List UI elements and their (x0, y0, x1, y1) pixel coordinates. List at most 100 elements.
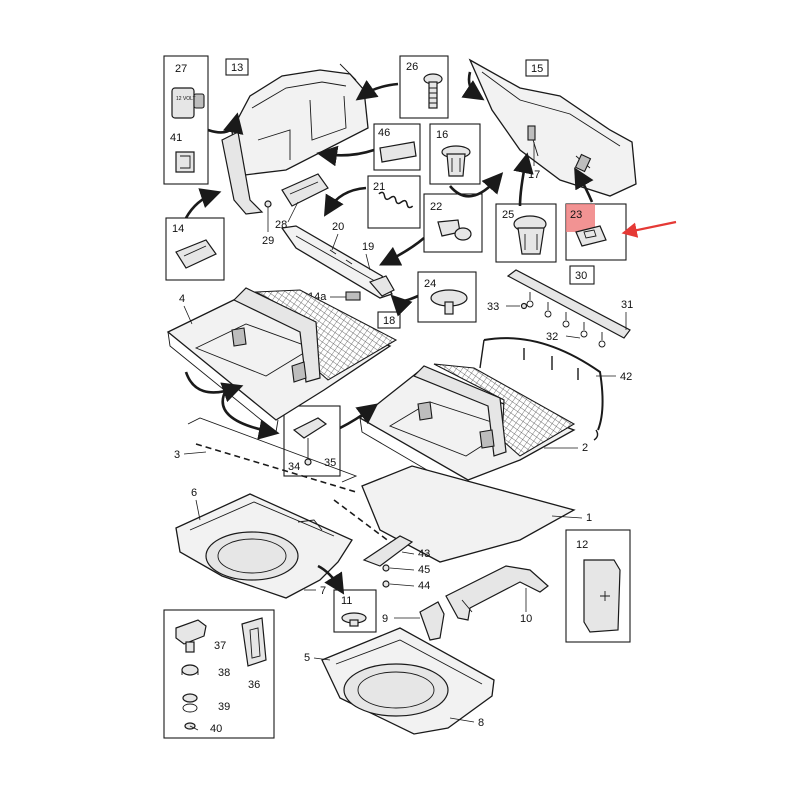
label-46: 46 (378, 127, 390, 139)
plug-volt-text: 12 VOLT (176, 96, 196, 102)
callout-box-12: 12 (565, 529, 631, 643)
button-clip-icon (341, 612, 367, 627)
spare-wheel-well-6 (175, 493, 353, 599)
label-44: 44 (418, 580, 430, 592)
bracket-36-icon (241, 617, 267, 667)
label-17: 17 (528, 169, 540, 181)
callout-box-21: 21 (367, 175, 421, 229)
label-6: 6 (191, 487, 197, 499)
part-30-label-box: 30 (569, 265, 595, 285)
label-15: 15 (531, 63, 543, 75)
label-33: 33 (487, 301, 499, 313)
label-4: 4 (179, 293, 185, 305)
label-26: 26 (406, 61, 418, 73)
push-pin-icon (437, 219, 472, 241)
callout-box-36-40: 37 38 39 40 36 (163, 609, 275, 739)
knob-icon (175, 619, 207, 653)
first-aid-kit-icon (583, 559, 621, 633)
label-22: 22 (430, 201, 442, 213)
part-13-label-box: 13 (225, 58, 249, 76)
label-36: 36 (248, 679, 260, 691)
bolt-icon (184, 722, 199, 731)
callout-box-24: 24 (417, 271, 477, 323)
washer-icon (182, 693, 198, 713)
pad-icon (175, 239, 217, 269)
label-37: 37 (214, 640, 226, 652)
highlight-arrow (621, 220, 677, 238)
label-30: 30 (575, 270, 587, 282)
label-31: 31 (621, 299, 633, 311)
spare-wheel-tub-5 (321, 627, 495, 735)
label-41: 41 (170, 132, 182, 144)
clip-icon-25 (513, 215, 547, 255)
callout-box-23: 23 (565, 203, 677, 261)
callout-box-27-41: 27 12 VOLT 41 (163, 55, 209, 185)
label-21: 21 (373, 181, 385, 193)
label-2: 2 (582, 442, 588, 454)
elastic-strap-42 (479, 337, 604, 441)
highlight-23 (566, 204, 595, 232)
part-15-label-box: 15 (525, 59, 549, 77)
label-29: 29 (262, 235, 274, 247)
callout-box-26: 26 (399, 55, 449, 119)
clip-ring-icon (175, 151, 195, 173)
hook-rail-31 (506, 269, 631, 348)
label-3: 3 (174, 449, 180, 461)
label-8: 8 (478, 717, 484, 729)
callout-box-11: 11 (333, 589, 377, 633)
label-45: 45 (418, 564, 430, 576)
label-13: 13 (231, 62, 243, 74)
label-35: 35 (324, 457, 336, 469)
label-19: 19 (362, 241, 374, 253)
label-16: 16 (436, 129, 448, 141)
label-43: 43 (418, 548, 430, 560)
part-18-label-box: 18 (377, 311, 401, 329)
bracket-icon (292, 417, 328, 466)
floor-carpet-1 (361, 465, 576, 563)
label-42: 42 (620, 371, 632, 383)
callout-box-34-35: 34 35 (283, 405, 341, 477)
side-trim-panel-13 (221, 63, 369, 215)
callout-box-22: 22 (423, 193, 483, 253)
label-40: 40 (210, 723, 222, 735)
plug-icon: 12 VOLT (171, 87, 205, 119)
rear-trim-panel-15 (468, 58, 637, 197)
label-5: 5 (304, 652, 310, 664)
callout-box-16: 16 (429, 123, 481, 185)
label-32: 32 (546, 331, 558, 343)
callout-box-25: 25 (495, 203, 557, 263)
label-10: 10 (520, 613, 532, 625)
bracket-43 (362, 535, 414, 588)
label-34: 34 (288, 461, 300, 473)
mushroom-clip-icon (430, 289, 468, 315)
label-14: 14 (172, 223, 184, 235)
label-7: 7 (320, 585, 326, 597)
clip-fastener-icon (441, 145, 471, 177)
label-9: 9 (382, 613, 388, 625)
floor-carpet-3 (187, 417, 358, 493)
label-23: 23 (570, 209, 582, 221)
label-1: 1 (586, 512, 592, 524)
spring-icon (378, 191, 414, 209)
label-27: 27 (175, 63, 187, 75)
bracket-9 (419, 601, 445, 641)
label-18: 18 (383, 315, 395, 327)
label-12: 12 (576, 539, 588, 551)
label-38: 38 (218, 667, 230, 679)
label-20: 20 (332, 221, 344, 233)
nut-icon (181, 664, 199, 676)
dashed-guide-line (333, 499, 399, 549)
label-24: 24 (424, 278, 436, 290)
label-25: 25 (502, 209, 514, 221)
screw-icon (423, 73, 443, 109)
callout-box-46: 46 (373, 123, 421, 171)
label-11: 11 (341, 595, 352, 607)
label-39: 39 (218, 701, 230, 713)
load-floor-4 (166, 287, 398, 433)
hook-icon (575, 225, 607, 247)
relation-arrows (184, 71, 594, 595)
sill-trim-20 (280, 225, 395, 299)
load-floor-2 (358, 363, 576, 495)
callout-box-14: 14 (165, 217, 225, 281)
